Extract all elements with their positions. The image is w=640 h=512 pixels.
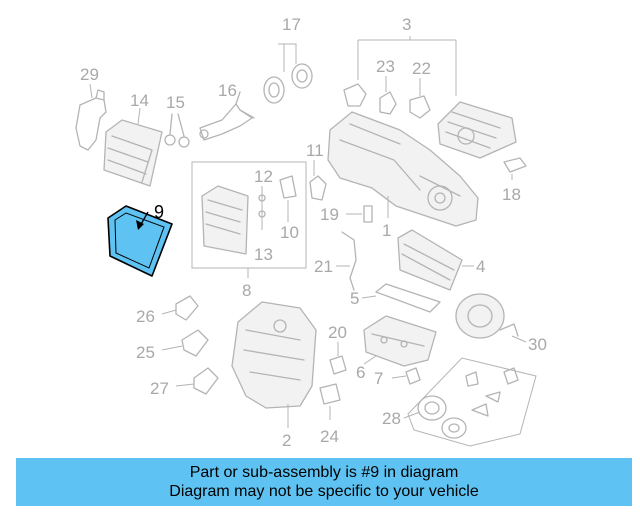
callout-12: 12 [254,167,273,186]
callout-19: 19 [320,205,339,224]
part-22 [409,95,431,119]
part-14 [103,119,163,187]
callout-14: 14 [130,91,149,110]
callout-30: 30 [528,335,547,354]
part-28 [417,367,519,439]
part-24 [319,383,341,405]
part-19 [363,205,373,223]
banner-line-2: Diagram may not be specific to your vehi… [169,483,479,500]
part-11 [309,175,327,201]
callout-5: 5 [350,289,359,308]
callout-6: 6 [356,363,365,382]
part-6 [363,315,437,367]
part-26 [175,295,199,321]
callout-18: 18 [502,185,521,204]
callout-9: 9 [154,202,164,222]
part-12 [258,186,266,230]
callout-16: 16 [218,81,237,100]
callout-15: 15 [166,93,185,112]
part-4 [397,229,463,291]
callout-7: 7 [374,369,383,388]
callout-13: 13 [254,245,273,264]
banner-line-1: Part or sub-assembly is #9 in diagram [189,464,459,481]
callout-4: 4 [476,257,485,276]
part-13 [201,185,249,255]
part-17 [263,63,313,104]
callout-11: 11 [306,141,324,160]
part-27 [193,367,219,395]
callout-20: 20 [328,323,347,342]
part-30 [455,293,519,339]
part-20 [329,355,347,375]
part-5 [375,283,441,313]
part-3 [437,101,517,159]
callout-22: 22 [412,59,431,78]
part-23 [343,83,397,115]
part-18 [503,157,527,173]
part-25 [181,329,209,357]
part-9-cabin-air-filter [107,205,173,277]
part-21 [341,231,357,291]
callout-24: 24 [320,427,339,446]
callout-17: 17 [282,15,301,34]
part-29 [75,89,107,151]
part-15 [164,113,190,148]
callout-21: 21 [314,257,333,276]
info-banner: Part or sub-assembly is #9 in diagram Di… [16,458,632,506]
callout-29: 29 [80,65,99,84]
callout-26: 26 [136,307,155,326]
callout-1: 1 [382,221,391,240]
callout-10: 10 [280,223,299,242]
callout-25: 25 [136,343,155,362]
callout-3: 3 [402,15,411,34]
part-7 [405,367,421,385]
callout-8: 8 [242,281,251,300]
callout-27: 27 [150,379,169,398]
callout-23: 23 [376,57,395,76]
part-10 [279,175,297,199]
part-2 [231,301,317,409]
callout-2: 2 [282,431,291,450]
part-1 [327,111,479,227]
callout-28: 28 [382,409,401,428]
part-16 [199,91,255,141]
